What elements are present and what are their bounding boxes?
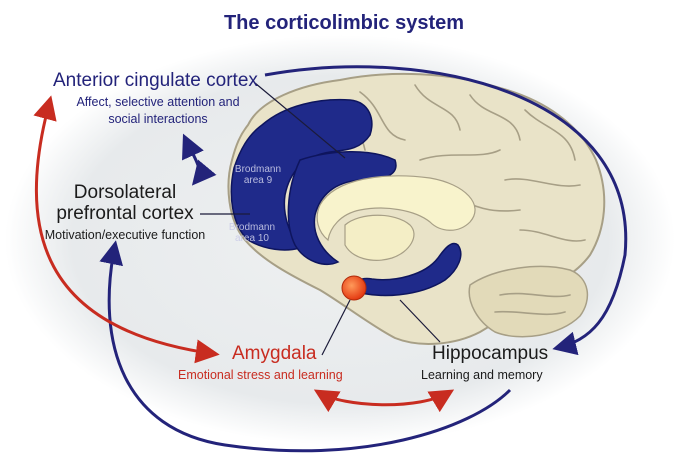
brodmann-area10-line1: Brodmann bbox=[228, 222, 276, 233]
diagram-title: The corticolimbic system bbox=[223, 12, 465, 34]
brodmann-area9-line2: area 9 bbox=[243, 175, 273, 186]
cerebellum bbox=[468, 265, 589, 338]
cingulate-band bbox=[287, 151, 397, 266]
acc-region bbox=[230, 98, 373, 251]
red-arrows bbox=[33, 95, 455, 413]
acc-desc-line2: social interactions bbox=[108, 112, 208, 126]
amygdala-marker bbox=[341, 275, 367, 301]
corpus-callosum bbox=[316, 175, 476, 242]
amygdala-desc: Emotional stress and learning bbox=[178, 368, 343, 382]
acc-label: Anterior cingulate cortex bbox=[53, 70, 258, 91]
brodmann-area10-line2: area 10 bbox=[235, 233, 269, 244]
hippocampus-label: Hippocampus bbox=[432, 343, 549, 364]
hippocampus-region bbox=[349, 242, 462, 297]
brodmann-area10-label: Brodmann area 10 bbox=[226, 222, 278, 244]
dlpfc-desc: Motivation/executive function bbox=[44, 228, 206, 242]
brodmann-area9-line1: Brodmann bbox=[234, 164, 282, 175]
brodmann-area9-label: Brodmann area 9 bbox=[232, 164, 284, 186]
fornix bbox=[344, 214, 415, 261]
amygdala-label: Amygdala bbox=[232, 343, 317, 364]
dlpfc-label-line1: Dorsolateral bbox=[73, 182, 177, 203]
dlpfc-label-line2: prefrontal cortex bbox=[56, 203, 194, 224]
hippocampus-desc: Learning and memory bbox=[421, 368, 543, 382]
acc-desc-line1: Affect, selective attention and bbox=[76, 95, 240, 109]
